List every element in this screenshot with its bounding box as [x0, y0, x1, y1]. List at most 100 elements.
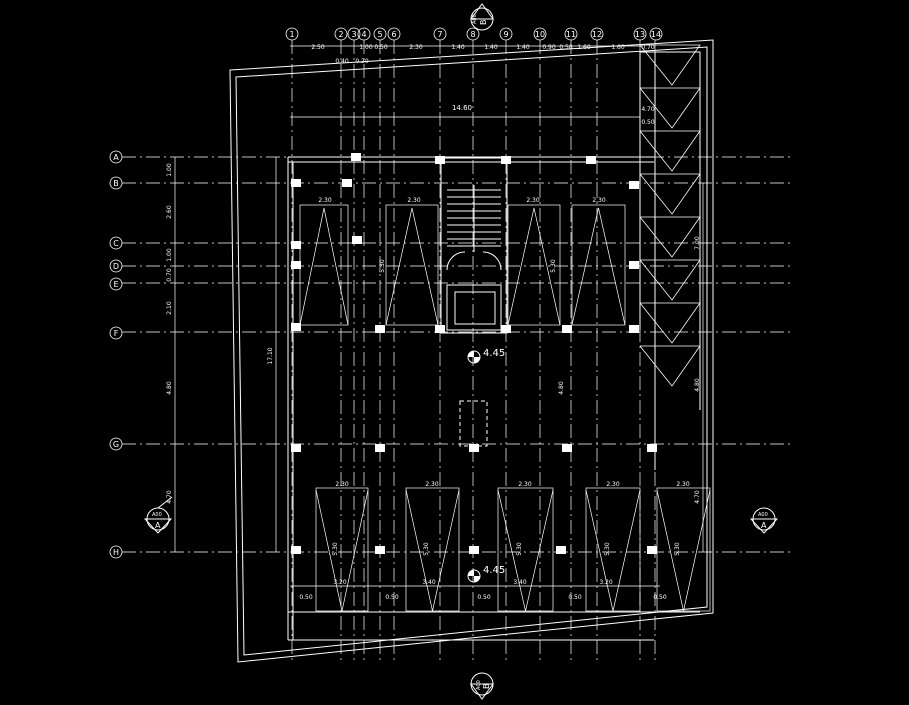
bottom-gap-3: 0.50 — [477, 594, 491, 601]
ramp-triangle-7 — [639, 302, 701, 344]
ramp-triangle-2 — [639, 87, 701, 129]
grid-bubble-col-label-6: 6 — [391, 30, 396, 39]
bottom-gap-2: 0.50 — [385, 594, 399, 601]
stall-bottom-depth-4: 5.30 — [604, 542, 611, 556]
column-22 — [647, 444, 657, 452]
grid-bubble-row-label-B: B — [113, 179, 119, 188]
grid-bubble-row-label-H: H — [113, 548, 119, 557]
top-dim-2: 1.00 — [359, 44, 373, 51]
stall-top-depth-1: 5.30 — [379, 259, 386, 273]
site-boundary-inner — [235, 46, 708, 656]
stall-top-4 — [571, 204, 626, 326]
stall-top-arrow-4 — [571, 207, 626, 326]
top-dim-9: 0.50 — [559, 44, 573, 51]
grid-bubble-col-label-10: 10 — [535, 30, 545, 39]
column-15 — [501, 325, 511, 333]
bottom-width-1: 3.20 — [333, 579, 347, 586]
column-17 — [629, 325, 639, 333]
grid-bubble-col-5 — [373, 27, 387, 41]
stall-bottom-arrow-4 — [585, 489, 641, 612]
column-16 — [562, 325, 572, 333]
column-12 — [291, 323, 301, 331]
grid-bubble-col-3 — [347, 27, 361, 41]
bottom-width-4: 3.20 — [599, 579, 613, 586]
top-dim-1: 2.50 — [311, 44, 325, 51]
top-dim-6: 1.40 — [484, 44, 498, 51]
grid-bubble-col-7 — [433, 27, 447, 41]
grid-bubble-col-label-1: 1 — [289, 30, 294, 39]
stall-bottom-arrow-5 — [656, 489, 711, 612]
section-left-letter: A — [155, 521, 161, 530]
grid-bubble-col-4 — [357, 27, 371, 41]
stall-bottom-arrow-3 — [497, 489, 554, 612]
stall-bottom-arrow-2 — [405, 489, 460, 612]
grid-bubble-col-label-7: 7 — [437, 30, 442, 39]
section-mark-bottom: A00 B — [470, 672, 494, 700]
right-top-dim-1: 4.70 — [641, 106, 655, 113]
stall-top-width-1: 2.30 — [318, 197, 332, 204]
left-dim-5: 2.10 — [166, 301, 173, 315]
overall-dim-top: 14.60 — [452, 104, 472, 112]
top-dim-12: 0.70 — [641, 44, 655, 51]
column-13 — [375, 325, 385, 333]
grid-bubble-row-label-F: F — [114, 329, 119, 338]
grid-bubble-col-label-13: 13 — [635, 30, 645, 39]
stall-bottom-width-4: 2.30 — [606, 481, 620, 488]
section-bottom-letter: B — [482, 684, 491, 690]
stall-top-width-4: 2.30 — [592, 197, 606, 204]
section-mark-left: A00 A — [143, 496, 173, 534]
section-top-letter: B — [479, 20, 488, 26]
level-marker-upper: 4.45 — [467, 348, 505, 364]
grid-bubble-col-label-11: 11 — [566, 30, 576, 39]
column-7 — [586, 156, 596, 164]
section-bottom-sheet: A00 — [476, 680, 482, 690]
level-label-lower: 4.45 — [483, 565, 505, 576]
grid-bubble-col-10 — [533, 27, 547, 41]
stall-top-width-2: 2.30 — [407, 197, 421, 204]
column-23 — [291, 546, 301, 554]
grid-bubble-row-E — [109, 277, 123, 291]
stall-bottom-depth-2: 5.30 — [423, 542, 430, 556]
column-3 — [351, 153, 361, 161]
ramp-triangle-6 — [639, 259, 701, 301]
bottom-gap-4: 0.50 — [568, 594, 582, 601]
column-24 — [375, 546, 385, 554]
left-dim-2: 2.60 — [166, 205, 173, 219]
right-top-dim-2: 0.50 — [641, 119, 655, 126]
column-6 — [501, 156, 511, 164]
top-dim-2-2: 0.20 — [355, 58, 369, 65]
structural-columns — [291, 153, 657, 554]
level-label-upper: 4.45 — [483, 348, 505, 359]
top-dim-10: 1.60 — [577, 44, 591, 51]
top-dim-11: 1.60 — [611, 44, 625, 51]
stall-bottom-1 — [315, 487, 369, 612]
top-dim-3: 0.50 — [374, 44, 388, 51]
grid-bubble-col-label-3: 3 — [351, 30, 356, 39]
section-right-sheet: A00 — [758, 512, 768, 518]
stall-mid-dim: 4.80 — [558, 381, 565, 395]
left-dim-6: 4.80 — [166, 381, 173, 395]
stall-top-2 — [385, 204, 439, 326]
bottom-gap-1: 0.50 — [299, 594, 313, 601]
grid-bubble-col-2 — [334, 27, 348, 41]
grid-bubble-col-12 — [590, 27, 604, 41]
grid-bubble-col-11 — [564, 27, 578, 41]
stall-bottom-width-2: 2.30 — [425, 481, 439, 488]
grid-bubble-row-H — [109, 545, 123, 559]
grid-bubble-col-label-4: 4 — [361, 30, 366, 39]
stall-top-arrow-3 — [507, 207, 561, 326]
grid-bubble-col-label-12: 12 — [592, 30, 602, 39]
stall-bottom-width-3: 2.30 — [518, 481, 532, 488]
grid-bubble-col-9 — [499, 27, 513, 41]
stall-bottom-depth-1: 5.30 — [332, 542, 339, 556]
stair-treads — [447, 185, 501, 252]
stall-bottom-depth-3: 5.30 — [516, 542, 523, 556]
grid-bubble-col-1 — [285, 27, 299, 41]
grid-bubble-col-8 — [466, 27, 480, 41]
top-dim-4: 2.30 — [409, 44, 423, 51]
left-dim-7: 4.70 — [166, 490, 173, 504]
stall-bottom-width-1: 2.30 — [335, 481, 349, 488]
stall-top-depth-2: 5.30 — [550, 259, 557, 273]
